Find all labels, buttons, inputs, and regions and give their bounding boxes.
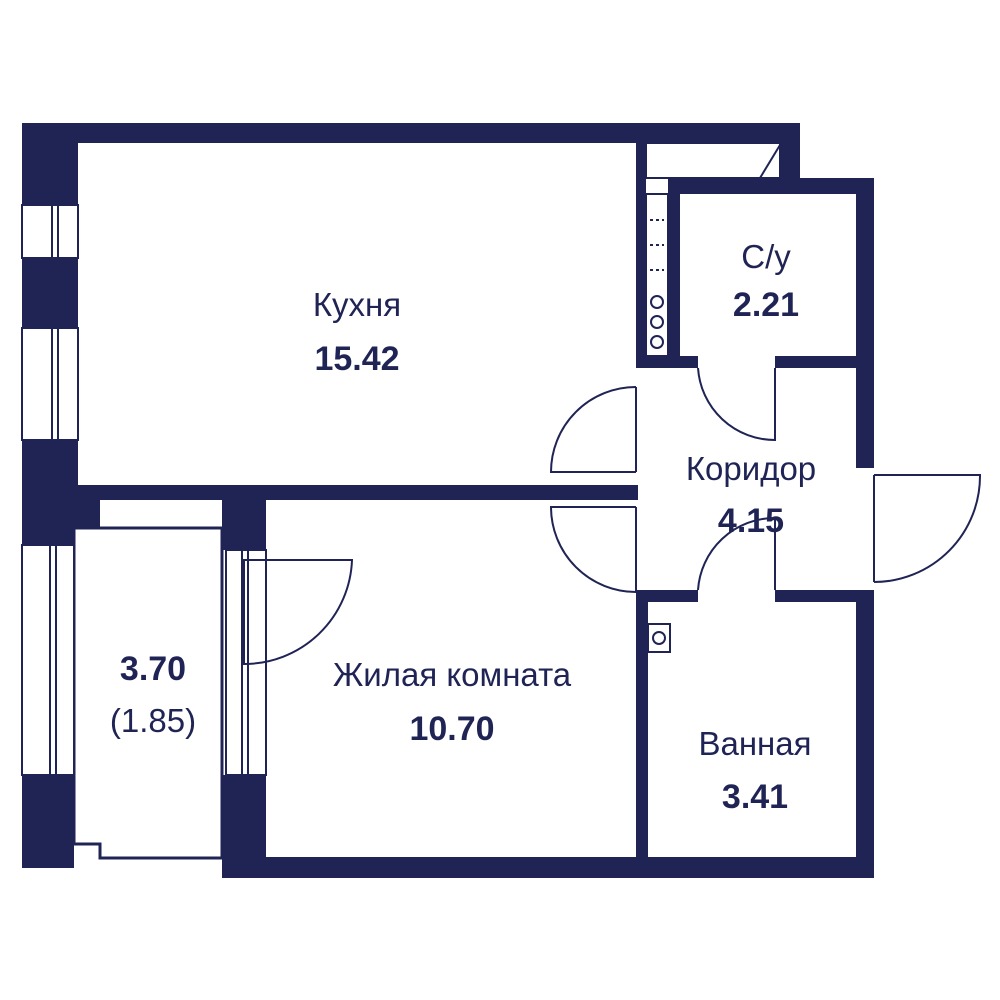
wall-left-mid <box>22 258 78 328</box>
balcony-space <box>74 528 222 858</box>
wall-bath-top-left <box>636 590 698 602</box>
balcony-reduced-area: (1.85) <box>110 702 196 739</box>
wall-top <box>22 123 800 143</box>
wc-area: 2.21 <box>733 286 799 324</box>
wall-bath-top-right <box>775 590 865 602</box>
wc-name: С/у <box>741 238 791 275</box>
wall-right-lower <box>856 590 874 878</box>
kitchen-space <box>78 143 636 485</box>
balcony-area: 3.70 <box>120 650 186 688</box>
kitchen-name: Кухня <box>313 286 401 323</box>
burner-3 <box>650 335 664 349</box>
wc-space <box>680 194 856 356</box>
wall-left-bottom <box>22 775 74 868</box>
living-name: Жилая комната <box>333 656 572 693</box>
bath-drain <box>652 631 666 645</box>
window-balcony <box>21 544 75 776</box>
bathroom-area: 3.41 <box>722 778 788 816</box>
doors <box>243 367 982 666</box>
kitchen-corner-notch <box>78 440 100 485</box>
burner-1 <box>650 295 664 309</box>
wall-wc-bottom-right <box>775 356 865 368</box>
corridor-area: 4.15 <box>718 502 784 540</box>
openings <box>640 472 674 507</box>
wall-top-right <box>780 123 800 193</box>
kitchen-counter <box>645 193 669 357</box>
window-kitchen-2 <box>21 327 79 441</box>
burner-2 <box>650 315 664 329</box>
wall-bottom <box>226 857 874 878</box>
balcony-outline <box>72 526 224 860</box>
windows <box>21 204 267 776</box>
wall-left-top <box>22 123 78 205</box>
wall-kitchen-living <box>78 485 638 500</box>
wall-living-right <box>636 590 648 860</box>
bath-shaft-inner <box>832 634 848 678</box>
wall-balcony-pier-top <box>222 500 266 550</box>
bathroom-name: Ванная <box>698 725 811 762</box>
wall-step <box>668 178 874 194</box>
wall-wc-bottom-left <box>646 356 698 368</box>
wall-balcony-pier-bottom <box>222 775 266 878</box>
inner-spaces <box>74 143 856 858</box>
corridor-name: Коридор <box>686 450 816 487</box>
kitchen-area: 15.42 <box>314 340 399 378</box>
wall-wc-left <box>668 178 680 368</box>
walls <box>22 123 874 878</box>
bath-space <box>648 602 856 857</box>
top-niche <box>645 142 781 179</box>
appliances <box>645 193 671 653</box>
wall-kitchen-right <box>636 143 646 368</box>
wall-right-upper <box>856 178 874 468</box>
window-kitchen-1 <box>21 204 79 259</box>
living-area: 10.70 <box>409 710 494 748</box>
